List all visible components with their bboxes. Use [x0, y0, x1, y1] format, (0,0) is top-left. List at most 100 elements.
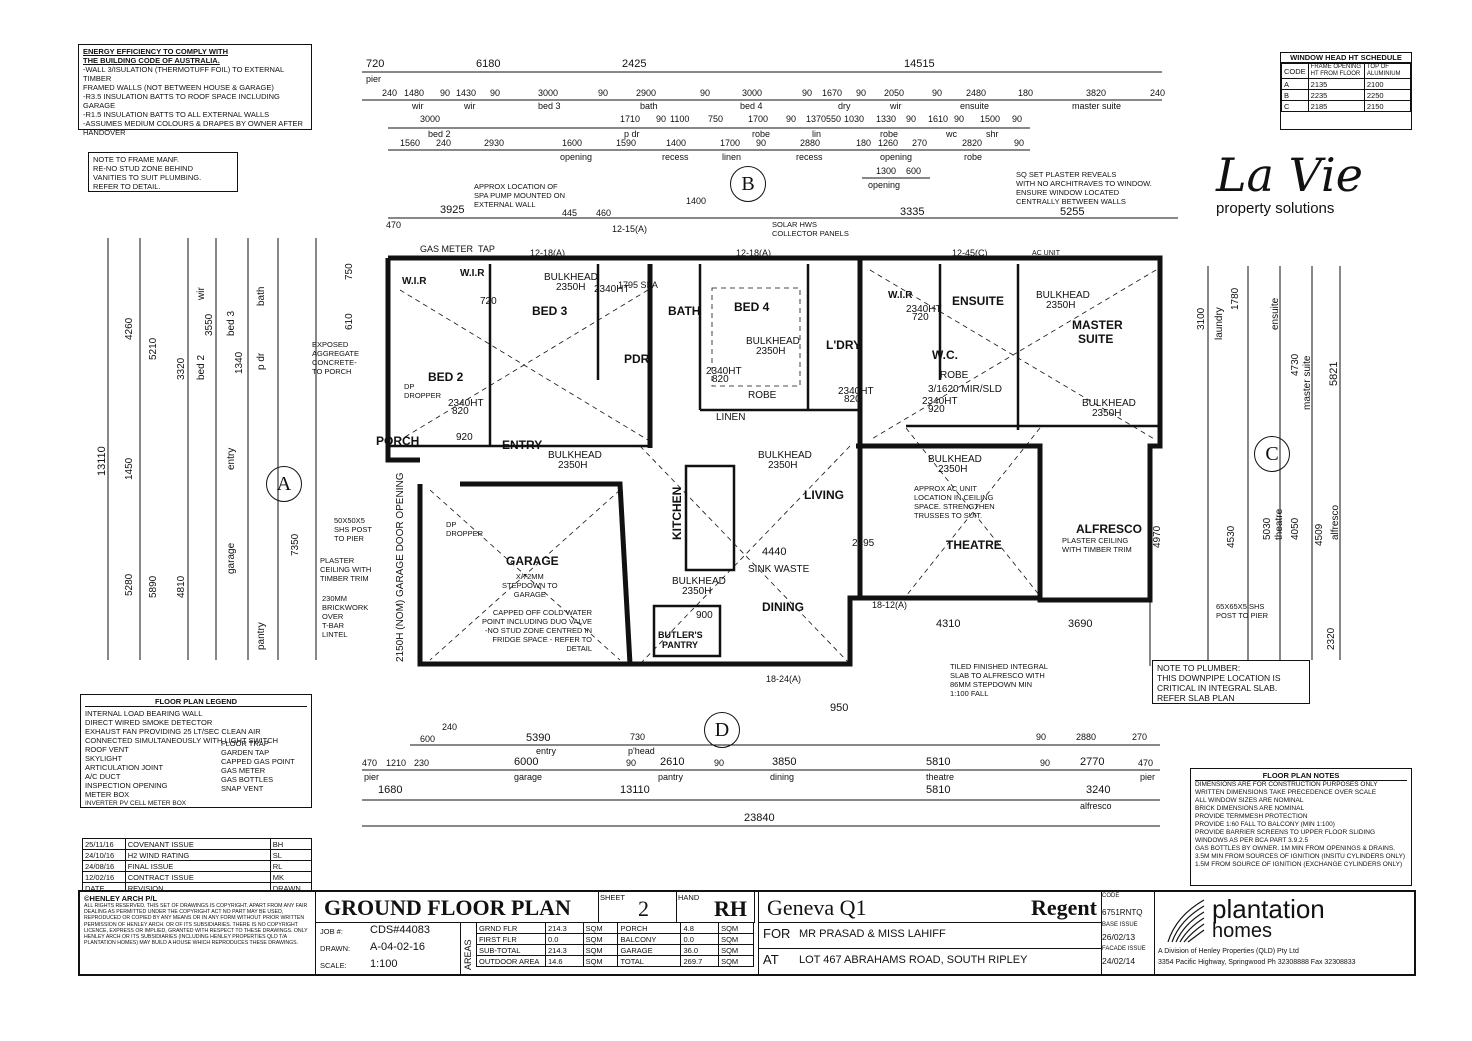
- legend-item: GAS METER: [221, 766, 266, 775]
- dim: 90: [1036, 732, 1047, 742]
- note-line: DROPPER: [446, 529, 484, 538]
- dim-label: entry: [226, 447, 237, 470]
- table-row: GRND FLR 214.3 SQM PORCH 4.8 SQM: [476, 922, 754, 934]
- dim: 2930: [484, 138, 505, 148]
- room-kitchen: KITCHEN: [670, 486, 684, 540]
- area-value: 0.0: [545, 933, 584, 945]
- note-line: CAPPED OFF COLD WATER: [492, 608, 593, 617]
- note-line: -NO STUD ZONE CENTRED IN: [484, 626, 593, 635]
- area-name: SUB-TOTAL: [476, 944, 546, 956]
- frame-note-line: NOTE TO FRAME MANF.: [93, 155, 179, 164]
- room-garage: GARAGE: [506, 554, 559, 568]
- dim: 600: [906, 166, 922, 176]
- width-label: 720: [912, 312, 929, 323]
- ht-label: 2340HT: [448, 398, 484, 409]
- legend-item: EXHAUST FAN PROVIDING 25 LT/SEC CLEAN AI…: [85, 727, 279, 745]
- dim: 5210: [148, 337, 159, 360]
- dim: 230: [414, 758, 430, 768]
- energy-note-line: -R1.5 INSULATION BATTS TO ALL EXTERNAL W…: [83, 110, 270, 119]
- width-label: 920: [456, 432, 473, 443]
- note-line: THIS DOWNPIPE LOCATION IS: [1157, 673, 1281, 683]
- note-item: PROVIDE BARRIER SCREENS TO UPPER FLOOR S…: [1195, 829, 1375, 844]
- title-block: ©HENLEY ARCH P/L ALL RIGHTS RESERVED. TH…: [78, 890, 1416, 976]
- area-unit: SQM: [718, 922, 754, 934]
- dim: 750: [344, 263, 355, 280]
- energy-note-title: ENERGY EFFICIENCY TO COMPLY WITH: [83, 47, 229, 56]
- dim-label: wir: [412, 101, 424, 111]
- hand-value: RH: [714, 896, 747, 921]
- dim: 12-15(A): [612, 224, 648, 234]
- room-living: LIVING: [804, 488, 845, 502]
- note-line: TIMBER TRIM: [320, 574, 369, 583]
- note-line: DP: [446, 520, 457, 529]
- tap-label: TAP: [478, 244, 495, 254]
- dim: 1700: [720, 138, 741, 148]
- ac-unit-label: AC UNIT: [1032, 250, 1060, 257]
- sheet-label: SHEET: [600, 893, 626, 902]
- notes-title: FLOOR PLAN NOTES: [1195, 771, 1407, 781]
- dim-overall-right: 5821: [1328, 361, 1340, 386]
- drawn-value: A-04-02-16: [370, 941, 426, 953]
- dim-720: 720: [366, 58, 385, 70]
- legend-item: ROOF VENT: [85, 745, 129, 754]
- dim-label: bed 2: [196, 354, 207, 380]
- floor-plan-legend: FLOOR PLAN LEGEND INTERNAL LOAD BEARING …: [80, 694, 312, 808]
- dim-label: pantry: [256, 622, 267, 650]
- base-issue-label: BASE ISSUE: [1102, 922, 1138, 928]
- dim: 1330: [876, 114, 897, 124]
- design-name: Geneva Q1: [767, 895, 867, 920]
- note-line: 1:100 FALL: [950, 689, 989, 698]
- room-theatre: THEATRE: [946, 538, 1002, 552]
- dim: 550: [826, 114, 842, 124]
- dim: 240: [442, 722, 458, 732]
- dim-label: master suite: [1302, 355, 1313, 410]
- room-wc: W.C.: [932, 348, 958, 362]
- dim-label: pantry: [658, 772, 684, 782]
- bulkhead-label: BULKHEAD: [746, 336, 800, 347]
- dim-label: bed 4: [740, 101, 763, 111]
- dim-2425: 2425: [622, 58, 647, 70]
- room-entry: ENTRY: [502, 438, 543, 452]
- sheet-number: 2: [638, 896, 649, 921]
- room-dining: DINING: [762, 600, 804, 614]
- dim-label: opening: [560, 152, 593, 162]
- bulkhead-label: BULKHEAD: [928, 454, 982, 465]
- builder-line-2: 3354 Pacific Highway, Springwood Ph 3230…: [1158, 959, 1356, 966]
- dim-label: wc: [946, 129, 957, 139]
- dim-label: lin: [812, 129, 822, 139]
- width-label: 820: [844, 394, 861, 405]
- dim: 730: [630, 732, 646, 742]
- note-line: GARAGE: [513, 590, 546, 599]
- note-line: REFER SLAB PLAN: [1157, 693, 1235, 703]
- rev-by: MK: [269, 871, 313, 883]
- plan-title: GROUND FLOOR PLAN: [324, 895, 571, 920]
- client-name: MR PRASAD & MISS LAHIFF: [799, 928, 946, 940]
- dim: 4810: [176, 575, 187, 598]
- dim: 1590: [616, 138, 637, 148]
- dim: 1370: [806, 114, 827, 124]
- note-line: DP: [404, 382, 415, 391]
- dim: 1500: [980, 114, 1001, 124]
- note-line: 86MM STEPDOWN MIN: [950, 680, 1033, 689]
- plaster-reveals-note: SQ SET PLASTER REVEALS WITH NO ARCHITRAV…: [1016, 170, 1152, 206]
- dim-label: wir: [196, 287, 207, 300]
- room-robe: ROBE: [940, 370, 969, 381]
- dim: 90: [714, 758, 725, 768]
- dim: 1210: [386, 758, 407, 768]
- dim-2495: 2495: [852, 538, 875, 549]
- area-unit: SQM: [582, 933, 619, 945]
- legend-item: DIRECT WIRED SMOKE DETECTOR: [85, 718, 213, 727]
- dim: 1710: [620, 114, 641, 124]
- bulkhead-height: 2350H: [756, 346, 786, 357]
- bulkhead-height: 2350H: [556, 282, 586, 293]
- plaster-ceiling-note: PLASTER CEILING WITH TIMBER TRIM: [320, 556, 371, 583]
- ht-label: 2340HT: [906, 304, 942, 315]
- dim: 7350: [290, 533, 301, 556]
- legend-item: SNAP VENT: [221, 784, 264, 793]
- section-marker-d: D: [704, 712, 740, 748]
- bulkhead-label: BULKHEAD: [544, 272, 598, 283]
- note-item: BRICK DIMENSIONS ARE NOMINAL: [1195, 805, 1305, 812]
- dim: 1400: [686, 196, 707, 206]
- dim-4530: 4530: [1226, 525, 1237, 548]
- bulkhead-label: BULKHEAD: [672, 576, 726, 587]
